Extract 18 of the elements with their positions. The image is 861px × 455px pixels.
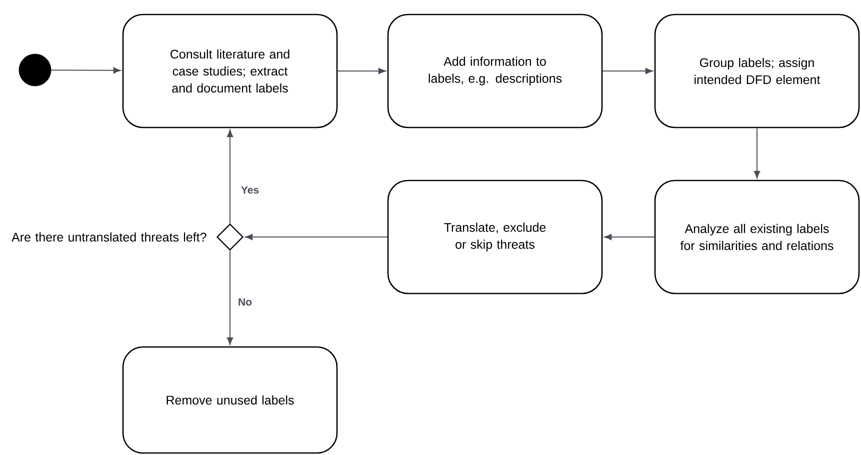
arrow — [226, 250, 234, 345]
arrow — [602, 68, 653, 74]
arrow — [226, 130, 234, 224]
arrow — [604, 234, 655, 240]
start-dot — [18, 54, 52, 86]
process-box: Group labels; assign intended DFD element — [654, 14, 860, 128]
process-box: Consult literature and case studies; extract and document labels — [122, 14, 338, 128]
process-box: Remove unused labels — [122, 346, 338, 454]
process-box: Translate, exclude or skip threats — [387, 180, 603, 294]
arrow — [754, 128, 760, 178]
arrow — [50, 67, 121, 74]
arrow — [337, 68, 386, 74]
decision-label: Are there untranslated threats left? — [12, 232, 206, 242]
process-box: Analyze all existing labels for similarities and relations — [654, 180, 860, 294]
arrow — [245, 234, 388, 240]
edge-label: No — [237, 297, 253, 307]
edge-label: Yes — [240, 185, 260, 195]
process-box: Add information to labels, e.g. descriptions — [387, 14, 603, 128]
